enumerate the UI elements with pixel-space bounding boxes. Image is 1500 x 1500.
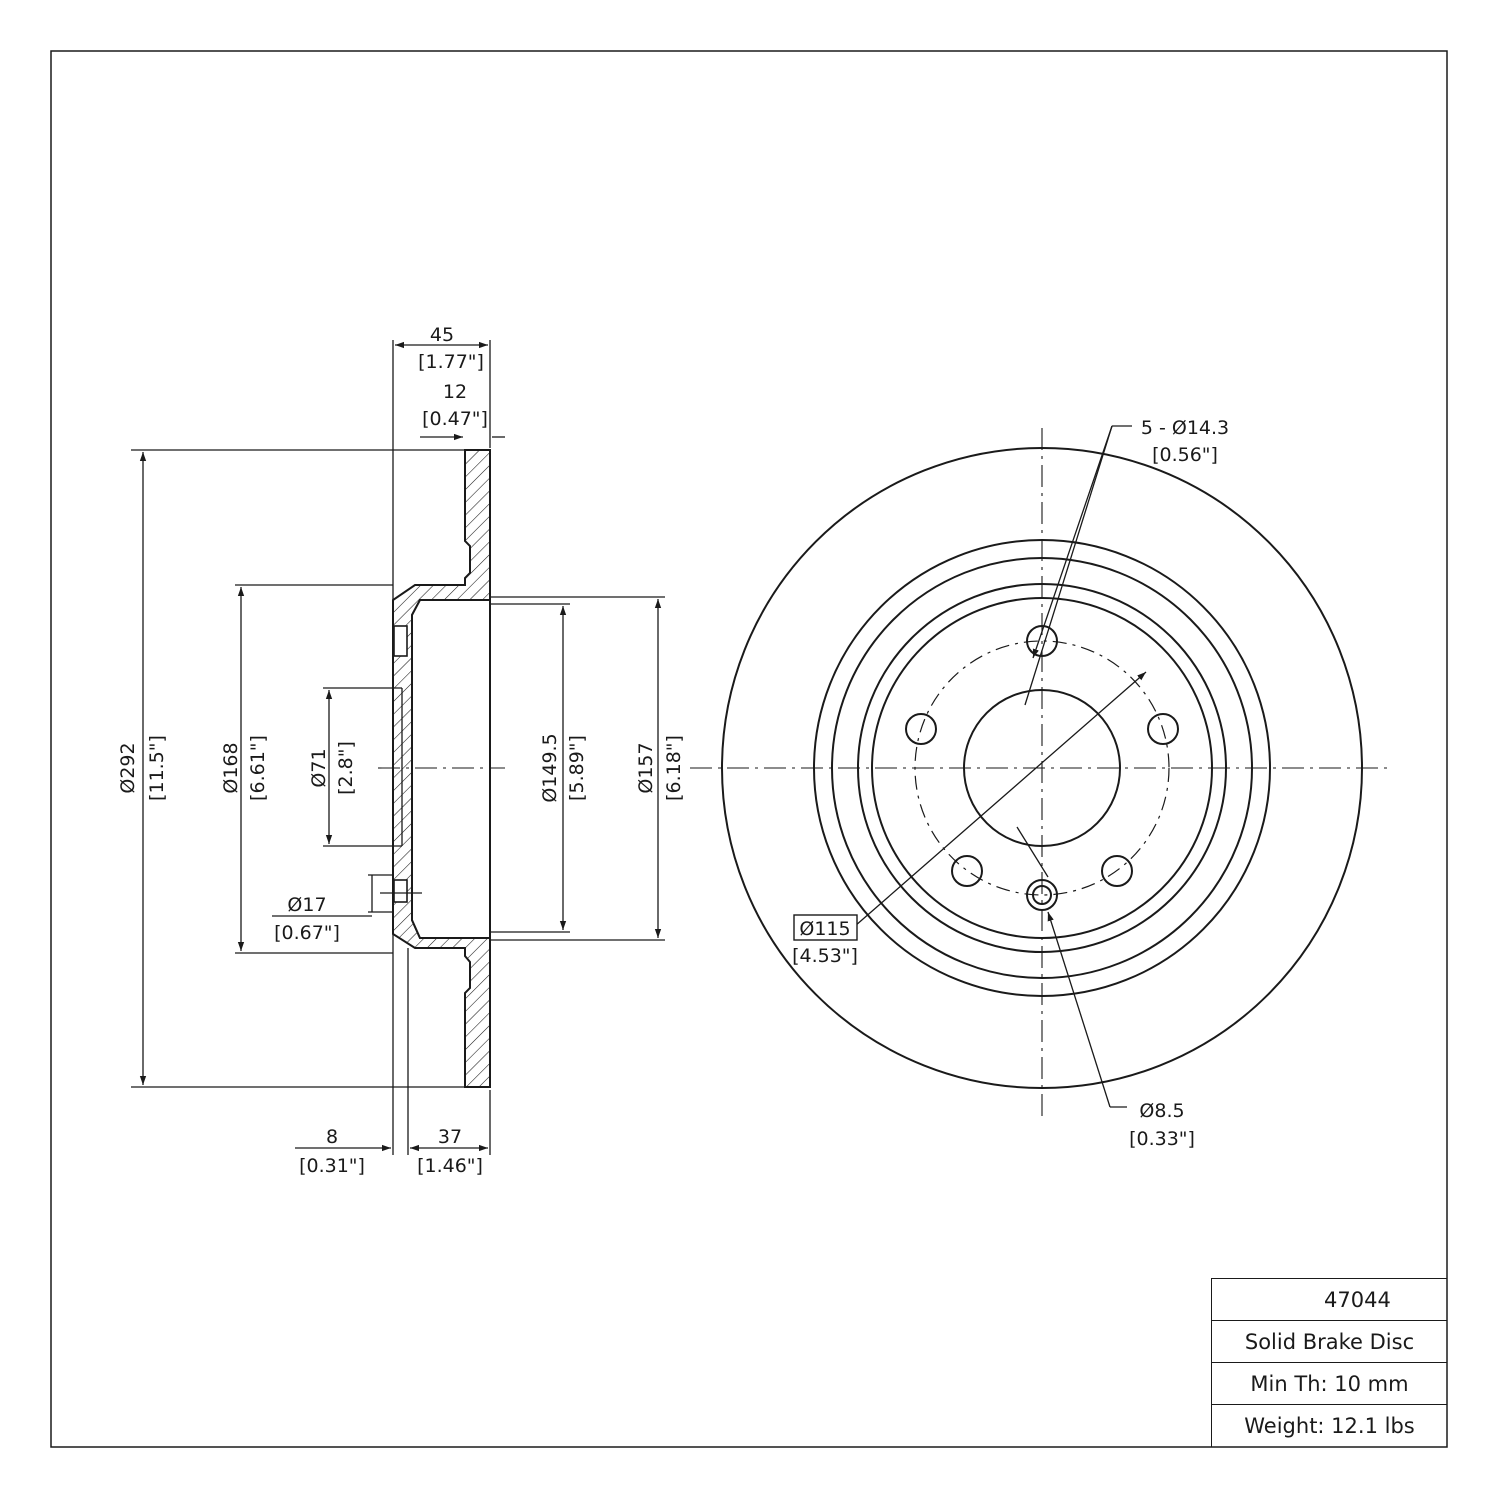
dim-locating-hole: Ø8.5 [1139,1100,1184,1122]
bolt-circle [914,640,1170,896]
bolt-hole [1101,855,1133,887]
dim-disc-thickness-in: [0.47"] [422,408,488,430]
front-view: Ø115 [4.53"] 5 - Ø14.3 [0.56"] Ø8.5 [0.3… [690,417,1390,1150]
dim-inner-hat: Ø149.5 [539,733,561,802]
dim-hat-inner: Ø157 [635,742,657,793]
dim-stud-hole-in: [0.67"] [274,922,340,944]
dim-stud-hole: Ø17 [287,894,326,916]
dim-hat-diameter-in: [6.61"] [247,735,269,801]
dim-hat-inner-in: [6.18"] [663,735,685,801]
dim-locating-hole-in: [0.33"] [1129,1128,1195,1150]
part-description: Solid Brake Disc [1212,1321,1447,1363]
title-block: 47044 Solid Brake Disc Min Th: 10 mm Wei… [1211,1278,1447,1447]
dim-overall-height: 45 [430,324,454,346]
dim-bolt-circle-in: [4.53"] [792,945,858,967]
dim-outer-diameter: Ø292 [117,742,139,793]
stud-hole-bottom [393,879,408,903]
locating-hole [1026,879,1058,911]
dim-bolt-holes-in: [0.56"] [1152,444,1218,466]
bolt-hole [951,855,983,887]
bolt-hole [1026,625,1058,657]
part-number: 47044 [1212,1279,1447,1321]
stud-hole-top [393,625,408,657]
dim-bolt-circle: Ø115 [799,918,850,940]
dim-hat-depth: 37 [438,1126,462,1148]
hat-cavity [411,599,491,939]
outer-disc-circle [721,447,1363,1089]
center-bore-circle [963,689,1121,847]
dim-center-bore-in: [2.8"] [335,741,357,795]
dim-bolt-holes: 5 - Ø14.3 [1141,417,1229,439]
weight: Weight: 12.1 lbs [1244,1414,1415,1438]
dim-mount-thickness: 8 [326,1126,338,1148]
basic-dim-box [793,914,858,941]
min-thickness: Min Th: 10 mm [1212,1363,1447,1405]
dim-mount-thickness-in: [0.31"] [299,1155,365,1177]
dim-overall-height-in: [1.77"] [418,351,484,373]
dim-center-bore: Ø71 [308,748,330,787]
dim-disc-thickness: 12 [443,381,467,403]
dim-hat-diameter: Ø168 [220,742,242,793]
hat-outer-circle [813,539,1271,997]
dim-inner-hat-in: [5.89"] [566,735,588,801]
dim-hat-depth-in: [1.46"] [417,1155,483,1177]
drawing-frame [50,50,1448,1448]
dim-outer-diameter-in: [11.5"] [146,735,168,801]
section-view: 45 [1.77"] 12 [0.47"] Ø292 [11.5"] Ø168 … [117,324,685,1177]
bolt-hole [905,713,937,745]
bolt-hole [1147,713,1179,745]
